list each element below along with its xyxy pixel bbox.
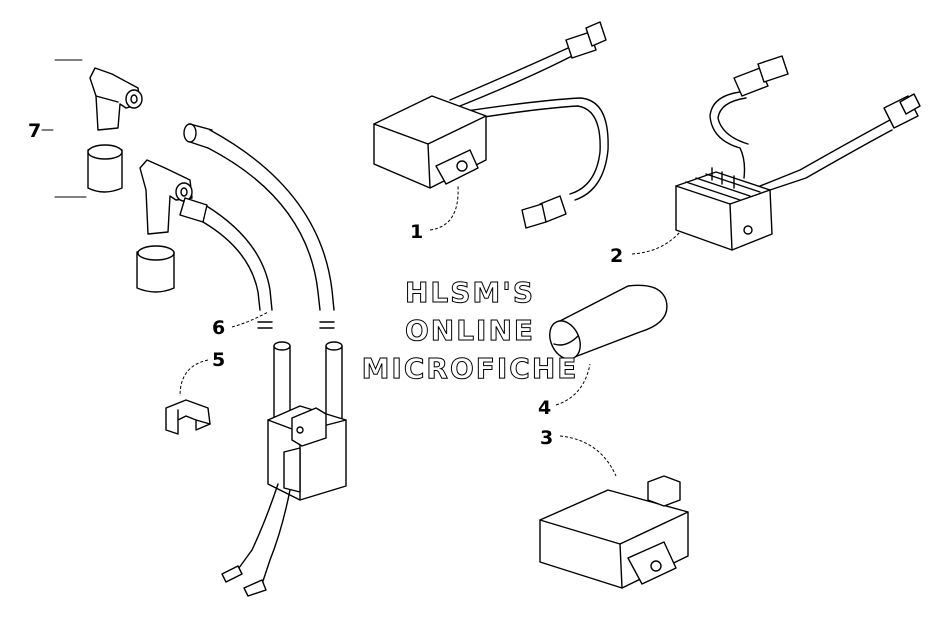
part-5-clamp[interactable]: 5 (165, 349, 225, 435)
callout-2: 2 (610, 245, 623, 267)
callout-4: 4 (538, 397, 551, 419)
callout-5: 5 (212, 349, 225, 371)
watermark-line-2: ONLINE (405, 314, 535, 347)
callout-6: 6 (212, 317, 225, 339)
callout-3: 3 (540, 427, 553, 449)
callout-1: 1 (410, 221, 423, 243)
callout-7: 7 (28, 120, 41, 142)
part-6-ignition-coil[interactable]: 6 (179, 123, 347, 597)
watermark-line-1: HLSM'S (405, 276, 535, 309)
part-1-cdi-module[interactable]: 1 (373, 21, 609, 243)
watermark-line-3: MICROFICHE (362, 352, 579, 385)
part-2-voltage-regulator[interactable]: 2 (610, 55, 921, 267)
watermark: HLSM'S ONLINE MICROFICHE (361, 276, 579, 386)
part-7-spark-plug-cap[interactable]: 7 (28, 59, 193, 293)
part-3-control-box[interactable]: 3 (539, 427, 689, 589)
part-4-sleeve[interactable]: 4 (538, 284, 668, 419)
